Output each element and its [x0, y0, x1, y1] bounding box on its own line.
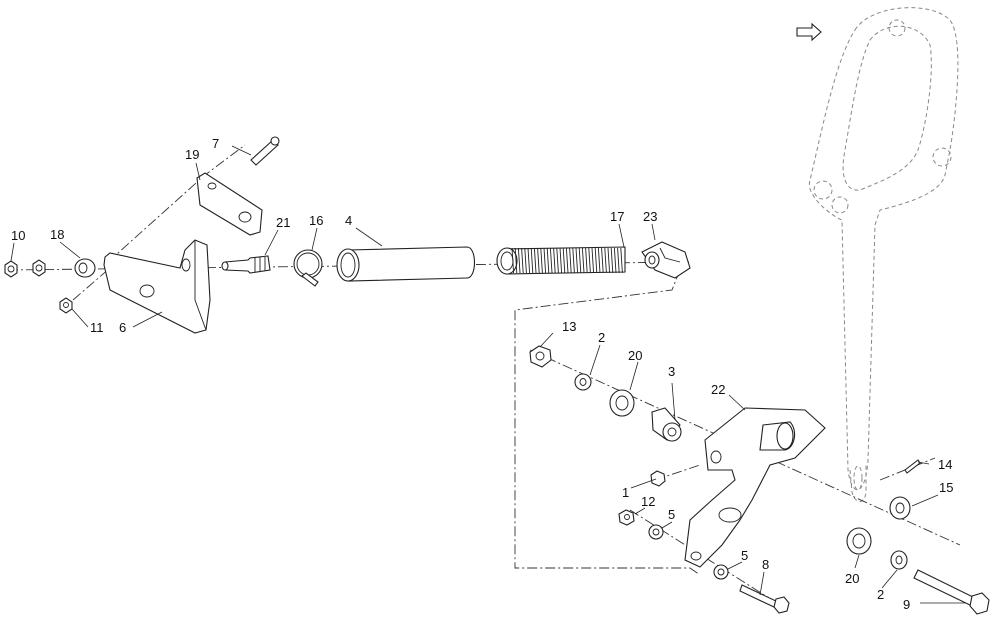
- callout-19: 19: [185, 147, 200, 162]
- callout-18: 18: [50, 227, 65, 242]
- callout-22: 22: [711, 382, 726, 397]
- callout-8: 8: [762, 557, 770, 572]
- lower-bolt-axis-line: [629, 509, 781, 606]
- callout-10: 10: [11, 228, 26, 243]
- callout-16: 16: [309, 213, 324, 228]
- callout-2-lower: 2: [877, 587, 885, 602]
- part-5-spacer-lower: [713, 564, 729, 580]
- part-19-plate: [196, 172, 263, 236]
- part-12-nut: [618, 509, 635, 526]
- part-1-nut: [650, 470, 666, 487]
- callout-20-lower: 20: [845, 571, 860, 586]
- callout-15: 15: [939, 480, 954, 495]
- part-20-washer-upper: [609, 389, 635, 417]
- callout-1: 1: [622, 485, 630, 500]
- part-16-clamp: [293, 249, 323, 287]
- callout-3: 3: [668, 364, 676, 379]
- bolt11-axis-line: [72, 267, 111, 301]
- link-axis-line: [514, 269, 701, 576]
- callout-11: 11: [90, 320, 104, 335]
- callout-5-upper: 5: [668, 507, 676, 522]
- pin-axis-line: [879, 457, 936, 481]
- part-5-spacer-upper: [648, 524, 664, 540]
- part-18-washer: [74, 258, 96, 278]
- part-9-bolt: [913, 569, 990, 615]
- leader-lines: [10, 145, 965, 604]
- callout-12: 12: [641, 494, 656, 509]
- callout-20-upper: 20: [628, 348, 643, 363]
- part-23-clevis: [641, 241, 691, 279]
- callout-14: 14: [938, 457, 953, 472]
- part-10-nuts: [4, 259, 46, 278]
- part-6-bracket: [103, 239, 211, 334]
- callout-5-lower: 5: [741, 548, 749, 563]
- part-2-washer-lower: [890, 550, 908, 570]
- part-20-washer-lower: [846, 527, 872, 555]
- callout-13: 13: [562, 319, 577, 334]
- callout-17: 17: [610, 209, 625, 224]
- part-11-nut: [59, 297, 73, 314]
- callout-6: 6: [119, 320, 127, 335]
- callout-23: 23: [643, 209, 658, 224]
- part-13-nut: [529, 345, 552, 368]
- callout-9: 9: [903, 597, 911, 612]
- callout-21: 21: [276, 215, 291, 230]
- part-4-tube: [336, 246, 476, 282]
- callout-7: 7: [212, 136, 220, 151]
- part-15-washer: [889, 496, 911, 520]
- callout-2-upper: 2: [598, 330, 606, 345]
- part-22-lever: [684, 407, 826, 568]
- callout-4: 4: [345, 213, 353, 228]
- part-3-bushing: [651, 407, 682, 442]
- part-21-fitting: [221, 255, 271, 274]
- part-17-spring: [496, 246, 626, 275]
- part-14-pin: [904, 459, 921, 474]
- front-arrow-icon: [796, 22, 822, 42]
- part-2-washer-upper: [574, 373, 592, 391]
- part-7-bolt: [250, 136, 280, 166]
- part-8-bolt: [739, 584, 790, 614]
- pedal-arm-phantom: [808, 7, 959, 502]
